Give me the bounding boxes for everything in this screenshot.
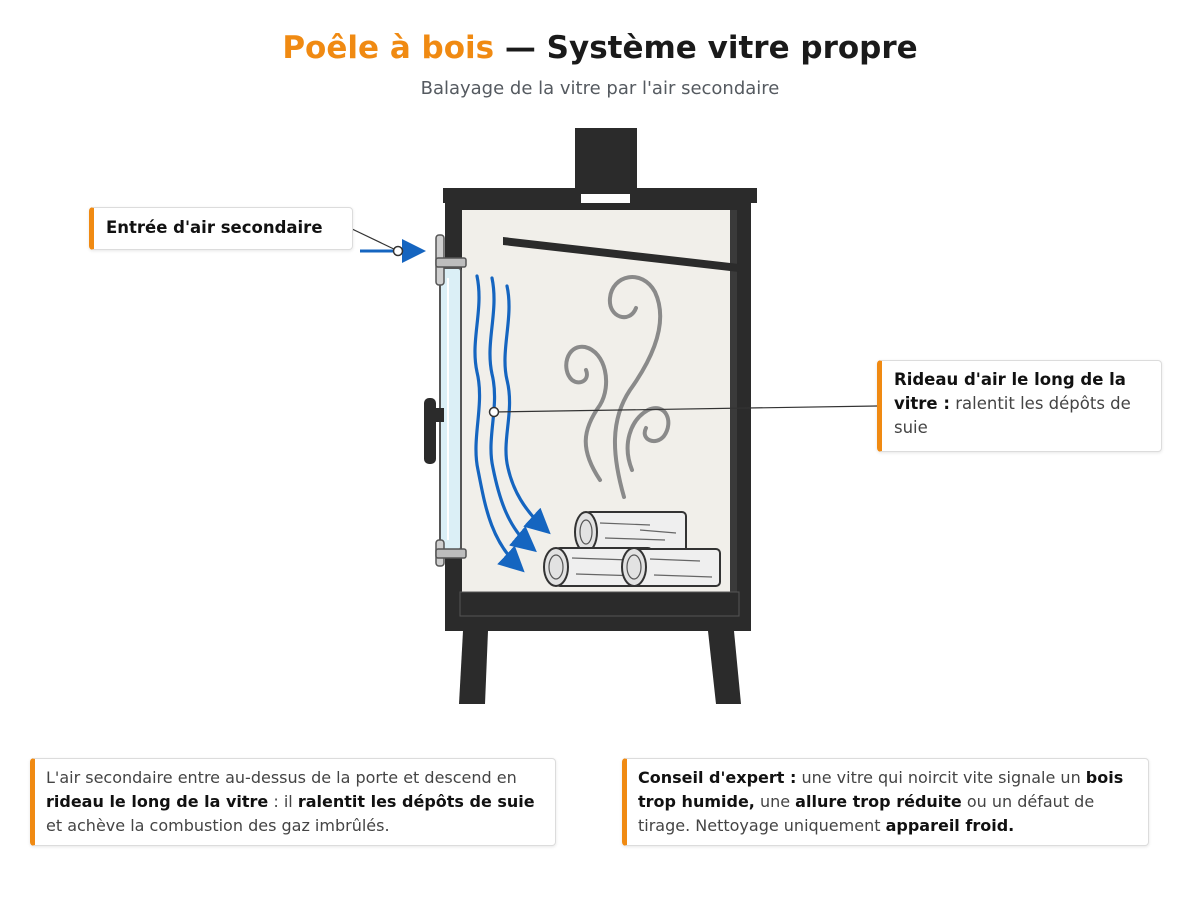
title-accent: Poêle à bois <box>282 30 495 66</box>
note-right-b3: allure trop réduite <box>795 792 962 811</box>
callout-curtain-label-rest: ralentit les dépôts de suie <box>894 394 1131 437</box>
leader-curtain <box>493 405 878 413</box>
info-note-expert-tip: Conseil d'expert : une vitre qui noircit… <box>622 758 1149 846</box>
page-subtitle: Balayage de la vitre par l'air secondair… <box>420 78 780 99</box>
leg-right <box>708 631 741 704</box>
airflow-line-1 <box>473 274 525 573</box>
note-left-t3: et achève la combustion des gaz imbrûlés… <box>46 816 390 835</box>
logs <box>543 511 721 587</box>
door-handle-bracket <box>434 408 444 422</box>
callout-curtain-label-bold: Rideau d'air le long de la vitre : <box>894 370 1126 413</box>
note-left-b2: ralentit les dépôts de suie <box>297 792 535 811</box>
leader-inlet <box>349 227 399 252</box>
log-bottom-right <box>621 547 721 587</box>
smoke-swirls <box>564 275 671 499</box>
smoke-swirl-top <box>607 275 663 499</box>
baffle-plate <box>503 237 739 272</box>
smoke-swirl-right <box>625 406 671 472</box>
callout-air-curtain: Rideau d'air le long de la vitre : ralen… <box>877 360 1162 452</box>
leg-left <box>459 631 488 704</box>
log-top <box>574 511 687 553</box>
note-right-b2: bois trop humide, <box>638 768 1124 811</box>
note-left-b1: rideau le long de la vitre <box>46 792 269 811</box>
callout-secondary-air-inlet: Entrée d'air secondaire <box>89 207 353 250</box>
note-right-t2: une <box>754 792 796 811</box>
top-plate-right <box>630 188 757 203</box>
info-note-airflow: L'air secondaire entre au-dessus de la p… <box>30 758 556 846</box>
note-right-t1: une vitre qui noircit vite signale un <box>796 768 1086 787</box>
marker-inlet <box>392 245 404 257</box>
right-inner-wall <box>730 210 737 592</box>
note-right-t3: ou un défaut de tirage. Nettoyage unique… <box>638 792 1095 835</box>
note-right-b1: Conseil d'expert : <box>638 768 797 787</box>
chimney-flue <box>575 128 637 194</box>
leader-lines <box>349 227 878 413</box>
title-rest: — Système vitre propre <box>494 30 918 66</box>
top-plate-left <box>443 188 581 203</box>
airflow-line-3 <box>503 284 551 535</box>
smoke-swirl-left <box>564 344 609 482</box>
note-left-t1: L'air secondaire entre au-dessus de la p… <box>46 768 517 787</box>
firebox-floor <box>459 591 740 617</box>
note-right-b4: appareil froid. <box>885 816 1015 835</box>
callout-inlet-label: Entrée d'air secondaire <box>106 218 323 237</box>
hinge-top-clip <box>435 257 467 268</box>
note-left-t2: : il <box>268 792 298 811</box>
door-handle[interactable] <box>424 398 436 464</box>
hinge-bottom-clip <box>435 548 467 559</box>
page-title: Poêle à bois — Système vitre propre <box>0 30 1200 66</box>
marker-curtain <box>488 406 500 418</box>
